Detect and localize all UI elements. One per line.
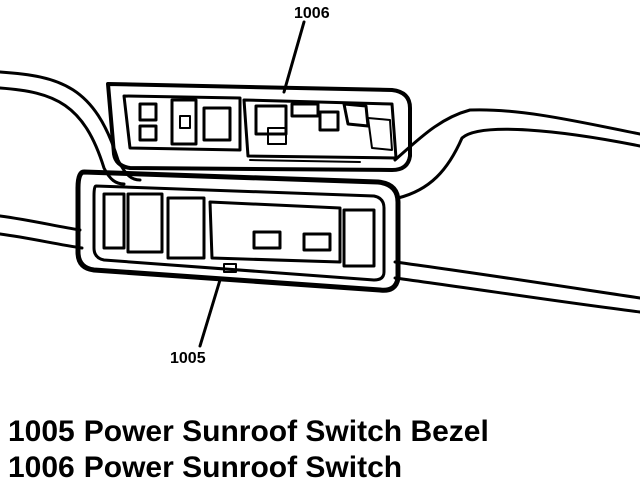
legend-item-number: 1006 bbox=[8, 451, 75, 484]
leader-line-1005 bbox=[198, 278, 222, 348]
power-sunroof-switch bbox=[106, 82, 412, 172]
legend-item-text: Power Sunroof Switch Bezel bbox=[83, 415, 489, 448]
callout-1005: 1005 bbox=[170, 350, 206, 367]
power-sunroof-switch-bezel bbox=[75, 169, 401, 293]
legend-item-number: 1005 bbox=[8, 415, 75, 448]
callout-1006: 1006 bbox=[294, 5, 330, 22]
headliner-outline bbox=[0, 70, 640, 314]
leader-line-1006 bbox=[282, 20, 306, 94]
sunroof-switch-diagram: 1006 1005 bbox=[0, 5, 640, 367]
legend-item-text: Power Sunroof Switch bbox=[83, 451, 403, 484]
